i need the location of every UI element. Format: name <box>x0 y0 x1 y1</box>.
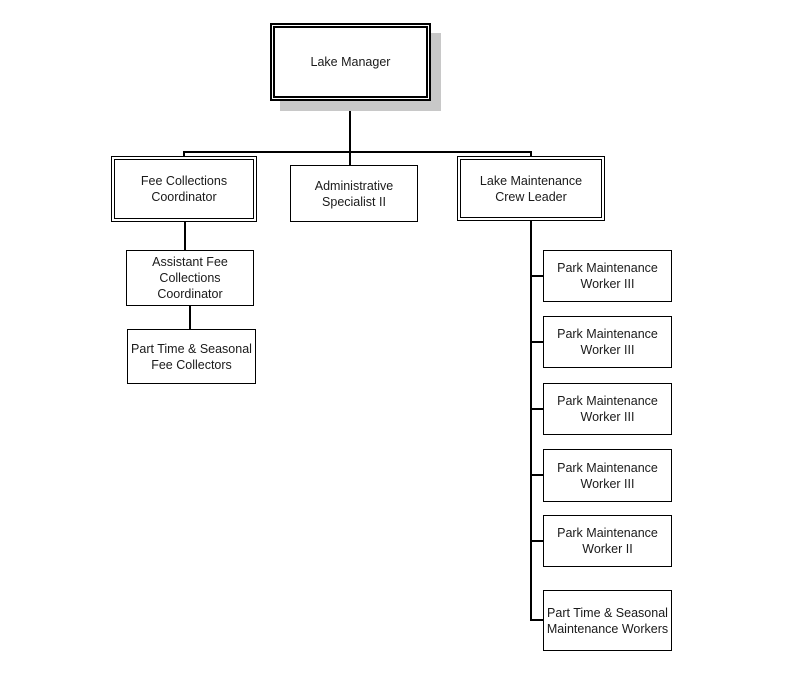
connector-top-bar <box>183 151 531 153</box>
connector-fee-stub <box>183 151 185 157</box>
connector-worker-stub-1 <box>530 275 544 277</box>
connector-worker-stub-4 <box>530 474 544 476</box>
node-lake-maintenance-crew-leader: Lake Maintenance Crew Leader <box>457 156 605 221</box>
connector-worker-stub-6 <box>530 619 544 621</box>
node-fee-collections-coordinator: Fee Collections Coordinator <box>111 156 257 222</box>
connector-worker-stub-3 <box>530 408 544 410</box>
connector-worker-stub-5 <box>530 540 544 542</box>
connector-assistant-to-parttime <box>189 305 191 330</box>
connector-leader-stub <box>530 151 532 157</box>
node-park-maintenance-worker-iii-1: Park Maintenance Worker III <box>543 250 672 302</box>
connector-root-drop <box>349 100 351 152</box>
connector-worker-stub-2 <box>530 341 544 343</box>
node-park-maintenance-worker-ii: Park Maintenance Worker II <box>543 515 672 567</box>
connector-admin-stub <box>349 151 351 166</box>
node-administrative-specialist-ii: Administrative Specialist II <box>290 165 418 222</box>
node-lake-manager: Lake Manager <box>270 23 431 101</box>
node-parttime-seasonal-maintenance-workers: Part Time & Seasonal Maintenance Workers <box>543 590 672 651</box>
node-park-maintenance-worker-iii-3: Park Maintenance Worker III <box>543 383 672 435</box>
node-park-maintenance-worker-iii-2: Park Maintenance Worker III <box>543 316 672 368</box>
connector-maintenance-trunk <box>530 220 532 620</box>
node-assistant-fee-collections-coordinator: Assistant Fee Collections Coordinator <box>126 250 254 306</box>
node-park-maintenance-worker-iii-4: Park Maintenance Worker III <box>543 449 672 502</box>
node-parttime-seasonal-fee-collectors: Part Time & Seasonal Fee Collectors <box>127 329 256 384</box>
connector-fee-to-assistant <box>184 221 186 251</box>
